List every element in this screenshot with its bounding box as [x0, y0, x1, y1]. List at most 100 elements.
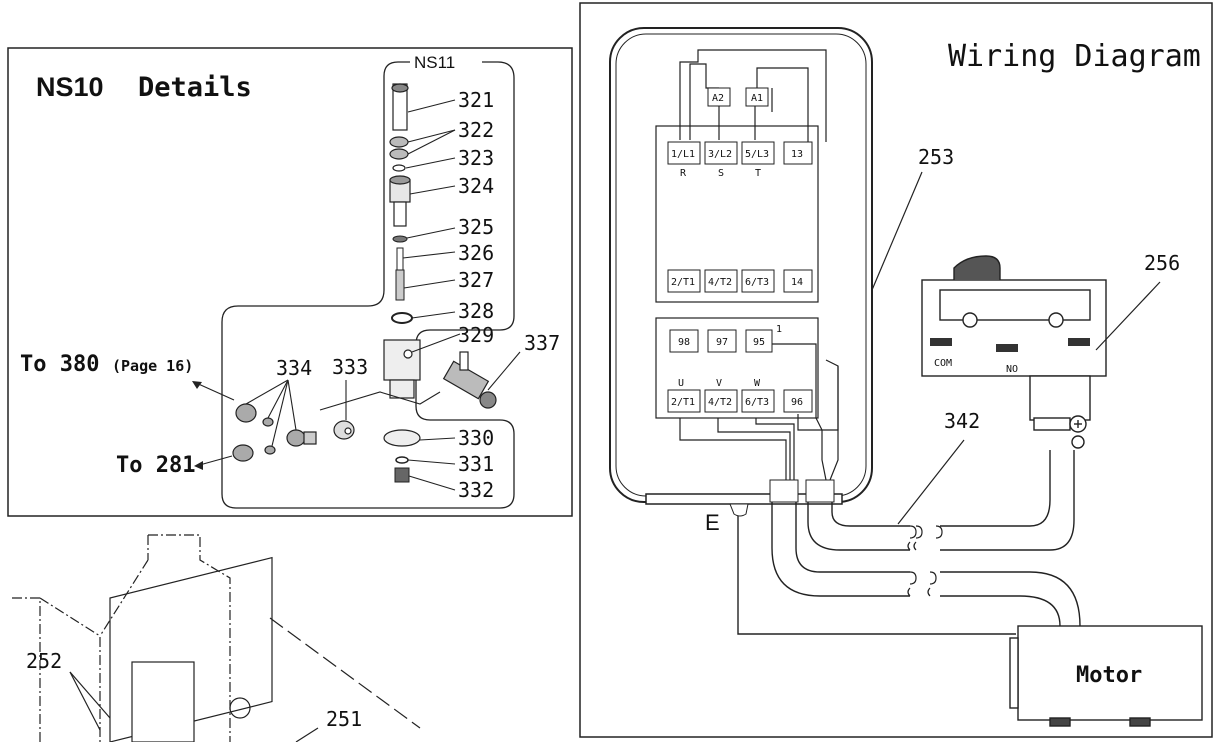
svg-text:A2: A2: [712, 93, 724, 104]
part-327-spring: [395, 269, 405, 301]
callout-253: 253: [918, 145, 954, 169]
ground-lug: [729, 503, 749, 517]
part-number-327: 327: [458, 268, 494, 292]
overload-relay-block: [655, 317, 819, 419]
svg-text:2/T1: 2/T1: [671, 397, 695, 408]
relay-top-terminals: 98 97 95: [669, 329, 773, 353]
ns10-title-prefix: NS10: [36, 72, 104, 102]
cable-gland-motor: [769, 479, 799, 503]
svg-text:6/T3: 6/T3: [745, 397, 769, 408]
part-number-334: 334: [276, 356, 312, 380]
motor-label: Motor: [1076, 663, 1142, 688]
phase-label-s: S: [718, 168, 724, 179]
svg-text:3/L2: 3/L2: [708, 149, 732, 160]
wiring-diagram-title: Wiring Diagram: [948, 39, 1201, 74]
part-number-328: 328: [458, 299, 494, 323]
motor: [1009, 625, 1203, 727]
part-number-332: 332: [458, 478, 494, 502]
route-380-label: To 380: [20, 352, 99, 377]
plate-hole: [229, 697, 251, 719]
part-333-elbow: [333, 420, 355, 440]
leader-lines: [193, 99, 521, 491]
part-number-321: 321: [458, 88, 494, 112]
phase-label-t: T: [755, 168, 761, 179]
internal-wiring: [679, 49, 839, 481]
enclosure-inner: [615, 33, 867, 497]
cable-to-switch: [807, 450, 1075, 551]
leader-251: [295, 727, 319, 742]
svg-text:98: 98: [678, 337, 690, 348]
leader-252-a: [69, 671, 111, 719]
ground-label: E: [705, 510, 720, 535]
leader-253: [871, 171, 923, 291]
leader-256: [1095, 281, 1161, 351]
part-number-326: 326: [458, 241, 494, 265]
svg-text:4/T2: 4/T2: [708, 277, 732, 288]
part-number-323: 323: [458, 146, 494, 170]
part-323-washer: [392, 164, 406, 172]
arrow-heads: [192, 381, 203, 470]
load-terminals: 2/T1 4/T2 6/T3 14: [667, 269, 813, 293]
leader-252-b: [69, 671, 101, 731]
line-terminals: 1/L1 3/L2 5/L3 13: [667, 141, 813, 165]
svg-text:5/L3: 5/L3: [745, 149, 769, 160]
part-number-324: 324: [458, 174, 494, 198]
wiring-diagram-panel: Wiring Diagram A2: [579, 2, 1213, 738]
ground-wire: [737, 516, 1016, 635]
part-331-washer: [395, 456, 409, 464]
relay-mark: 1: [776, 324, 782, 335]
switch-screws: [930, 338, 1090, 352]
coil-terminal-a1: A1: [745, 87, 769, 107]
part-337-valve: [442, 351, 497, 409]
svg-text:97: 97: [716, 337, 728, 348]
svg-text:13: 13: [791, 149, 803, 160]
part-number-251: 251: [326, 707, 362, 731]
svg-text:6/T3: 6/T3: [745, 277, 769, 288]
phase-label-w: W: [754, 378, 761, 389]
contactor-top-block: [655, 125, 819, 303]
part-332-cap: [394, 467, 410, 483]
leader-342: [897, 439, 965, 525]
cable-gland-switch: [805, 479, 835, 503]
ns11-label: NS11: [414, 53, 455, 72]
svg-text:A1: A1: [751, 93, 763, 104]
svg-text:14: 14: [791, 277, 803, 288]
relay-bottom-terminals: 2/T1 4/T2 6/T3 96: [667, 389, 813, 413]
svg-text:95: 95: [753, 337, 765, 348]
part-number-331: 331: [458, 452, 494, 476]
limit-switch: [921, 255, 1107, 449]
plate-projection-line: [269, 617, 421, 729]
mount-plate-panel: [12, 534, 421, 742]
phase-label-u: U: [678, 378, 684, 389]
switch-label-com: COM: [934, 358, 952, 369]
part-330-nut: [383, 429, 421, 447]
svg-text:96: 96: [791, 397, 803, 408]
ns10-title: Details: [138, 72, 252, 103]
route-380-page-note: (Page 16): [112, 357, 193, 375]
switch-label-no: NO: [1006, 364, 1018, 375]
svg-text:4/T2: 4/T2: [708, 397, 732, 408]
part-number-337: 337: [524, 331, 560, 355]
part-number-329: 329: [458, 323, 494, 347]
part-number-325: 325: [458, 215, 494, 239]
part-321-shaft: [391, 83, 409, 131]
part-number-330: 330: [458, 426, 494, 450]
phase-label-r: R: [680, 168, 687, 179]
ns10-details-panel: NS10 Details NS11: [7, 47, 573, 517]
part-325-ring: [392, 235, 408, 243]
svg-text:1/L1: 1/L1: [671, 149, 695, 160]
part-number-333: 333: [332, 355, 368, 379]
phase-label-v: V: [716, 378, 722, 389]
part-334-fittings: [232, 403, 317, 462]
callout-256: 256: [1144, 251, 1180, 275]
route-281-label: To 281: [116, 453, 195, 478]
contactor-box: [131, 661, 195, 742]
part-326-pin: [396, 247, 404, 271]
part-322-nuts: [389, 136, 409, 160]
callout-342: 342: [944, 409, 980, 433]
part-329-fitting: [383, 339, 421, 399]
frame-channel: [12, 534, 231, 742]
svg-text:2/T1: 2/T1: [671, 277, 695, 288]
part-number-322: 322: [458, 118, 494, 142]
